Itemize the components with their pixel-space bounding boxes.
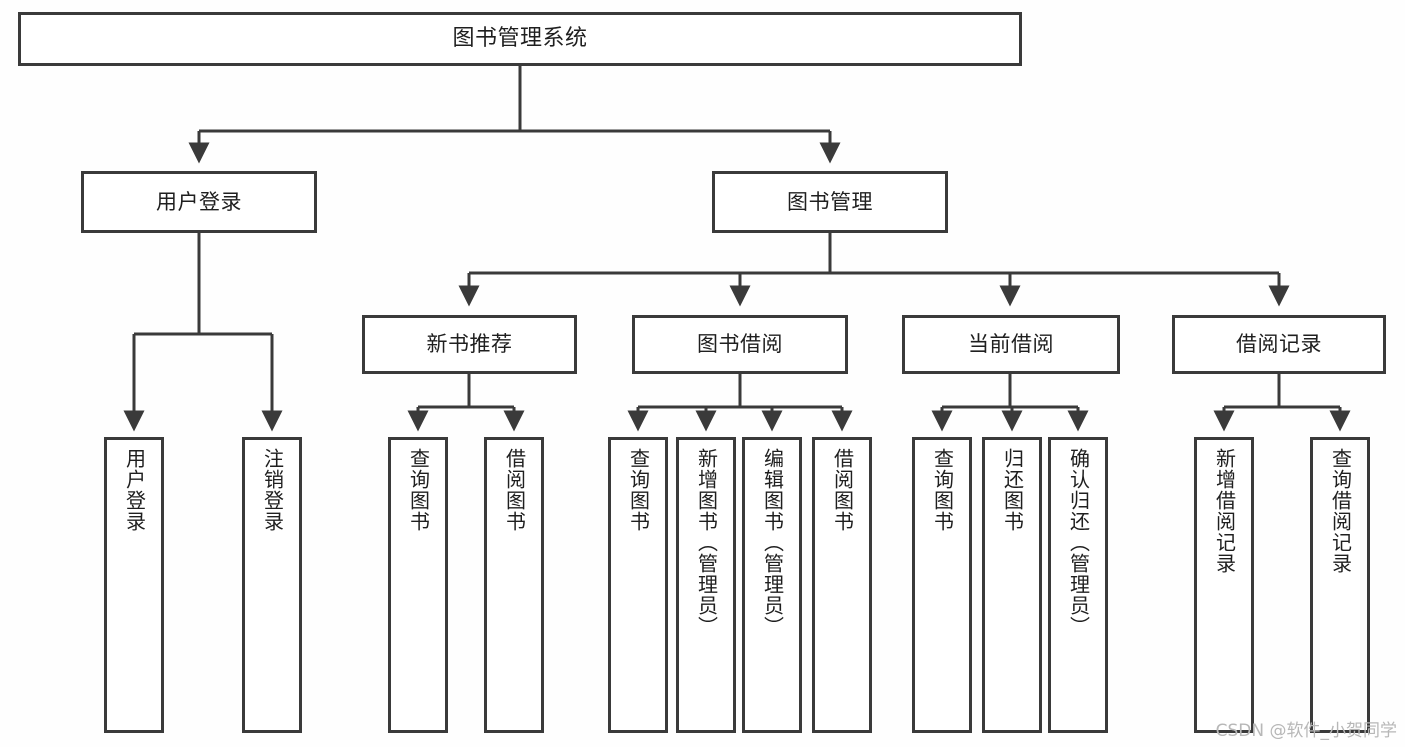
leaf-query-book-3-label: 查询图书 — [930, 448, 955, 532]
node-user-login[interactable]: 用户登录 — [81, 171, 317, 233]
node-book-borrow-label: 图书借阅 — [697, 332, 783, 357]
leaf-query-book-2[interactable]: 查询图书 — [608, 437, 668, 733]
leaf-borrow-book-2[interactable]: 借阅图书 — [812, 437, 872, 733]
leaf-user-login[interactable]: 用户登录 — [104, 437, 164, 733]
node-borrow-record-label: 借阅记录 — [1236, 332, 1322, 357]
leaf-logout-label: 注销登录 — [260, 448, 285, 532]
node-user-login-label: 用户登录 — [156, 189, 242, 214]
leaf-query-book-1-label: 查询图书 — [406, 448, 431, 532]
leaf-query-record[interactable]: 查询借阅记录 — [1310, 437, 1370, 733]
node-borrow-record[interactable]: 借阅记录 — [1172, 315, 1386, 374]
leaf-query-book-1[interactable]: 查询图书 — [388, 437, 448, 733]
watermark: CSDN @软件_小贺同学 — [1215, 721, 1397, 741]
leaf-query-book-2-label: 查询图书 — [626, 448, 651, 532]
leaf-user-login-label: 用户登录 — [122, 448, 147, 532]
leaf-add-record-label: 新增借阅记录 — [1212, 448, 1237, 574]
node-current-borrow-label: 当前借阅 — [968, 332, 1054, 357]
leaf-return-book-label: 归还图书 — [1000, 448, 1025, 532]
leaf-add-record[interactable]: 新增借阅记录 — [1194, 437, 1254, 733]
leaf-borrow-book-1[interactable]: 借阅图书 — [484, 437, 544, 733]
leaf-query-record-label: 查询借阅记录 — [1328, 448, 1353, 574]
leaf-edit-book[interactable]: 编辑图书（管理员） — [742, 437, 802, 733]
node-root-label: 图书管理系统 — [452, 26, 588, 52]
leaf-borrow-book-2-label: 借阅图书 — [830, 448, 855, 532]
leaf-borrow-book-1-label: 借阅图书 — [502, 448, 527, 532]
node-new-book-rec-label: 新书推荐 — [426, 332, 513, 357]
node-book-manage-label: 图书管理 — [787, 189, 873, 214]
node-root[interactable]: 图书管理系统 — [18, 12, 1022, 66]
leaf-logout[interactable]: 注销登录 — [242, 437, 302, 733]
node-current-borrow[interactable]: 当前借阅 — [902, 315, 1120, 374]
leaf-query-book-3[interactable]: 查询图书 — [912, 437, 972, 733]
leaf-add-book[interactable]: 新增图书（管理员） — [676, 437, 736, 733]
leaf-edit-book-label: 编辑图书（管理员） — [760, 448, 785, 637]
node-new-book-rec[interactable]: 新书推荐 — [362, 315, 577, 374]
leaf-confirm-return[interactable]: 确认归还（管理员） — [1048, 437, 1108, 733]
leaf-confirm-return-label: 确认归还（管理员） — [1066, 448, 1091, 637]
node-book-manage[interactable]: 图书管理 — [712, 171, 948, 233]
leaf-add-book-label: 新增图书（管理员） — [694, 448, 719, 637]
node-book-borrow[interactable]: 图书借阅 — [632, 315, 848, 374]
leaf-return-book[interactable]: 归还图书 — [982, 437, 1042, 733]
